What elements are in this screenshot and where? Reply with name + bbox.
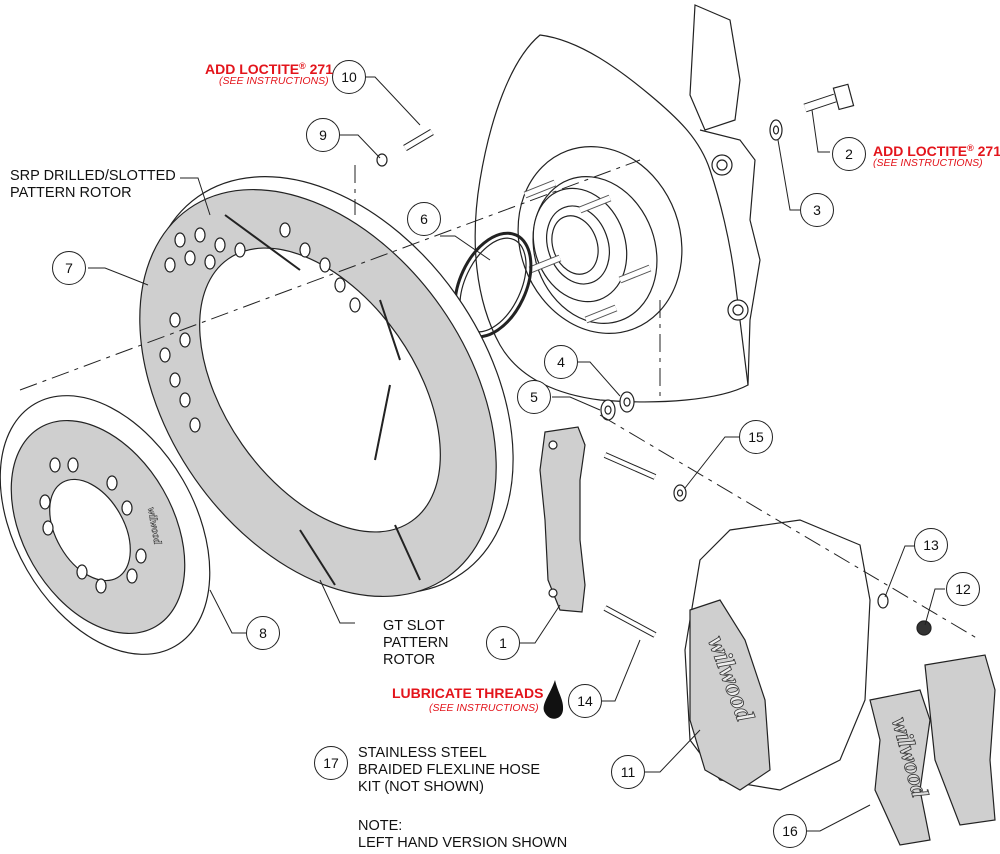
callout-4: 4 bbox=[544, 345, 578, 379]
oil-drop-icon bbox=[543, 680, 564, 719]
lubricate-note-sub: (SEE INSTRUCTIONS) bbox=[429, 702, 539, 714]
callout-3: 3 bbox=[800, 193, 834, 227]
caliper-bracket bbox=[539, 426, 657, 638]
brake-caliper bbox=[684, 519, 871, 791]
lubricate-note: LUBRICATE THREADS bbox=[392, 685, 544, 701]
callout-9: 9 bbox=[306, 118, 340, 152]
callout-6: 6 bbox=[407, 202, 441, 236]
rotor-hat bbox=[0, 395, 211, 655]
callout-7: 7 bbox=[52, 251, 86, 285]
loctite-note-top-sub: (SEE INSTRUCTIONS) bbox=[219, 75, 329, 87]
center-lines bbox=[19, 159, 981, 641]
callout-12: 12 bbox=[946, 572, 980, 606]
brake-rotor bbox=[139, 176, 514, 598]
brake-pads bbox=[869, 654, 996, 846]
gt-rotor-label: GT SLOT PATTERN ROTOR bbox=[383, 618, 449, 668]
loctite-note-top: ADD LOCTITE® 271 bbox=[205, 61, 333, 77]
bolts bbox=[403, 83, 855, 152]
callout-17: 17 bbox=[314, 746, 348, 780]
leader-lines bbox=[88, 76, 945, 832]
srp-rotor-label: SRP DRILLED/SLOTTED PATTERN ROTOR bbox=[10, 168, 176, 201]
callout-15: 15 bbox=[739, 420, 773, 454]
callout-10: 10 bbox=[332, 60, 366, 94]
washers bbox=[376, 119, 932, 636]
callout-1: 1 bbox=[486, 626, 520, 660]
callout-14: 14 bbox=[568, 684, 602, 718]
callout-5: 5 bbox=[517, 380, 551, 414]
loctite-note-right: ADD LOCTITE® 271 bbox=[873, 143, 1000, 159]
callout-8: 8 bbox=[246, 616, 280, 650]
callout-2: 2 bbox=[832, 137, 866, 171]
orientation-note: NOTE: LEFT HAND VERSION SHOWN bbox=[358, 818, 568, 851]
callout-16: 16 bbox=[773, 814, 807, 848]
wheel-hub bbox=[517, 146, 683, 334]
loctite-note-right-sub: (SEE INSTRUCTIONS) bbox=[873, 157, 983, 169]
hose-kit-label: STAINLESS STEEL BRAIDED FLEXLINE HOSE KI… bbox=[358, 745, 541, 795]
callout-13: 13 bbox=[914, 528, 948, 562]
callout-11: 11 bbox=[611, 755, 645, 789]
